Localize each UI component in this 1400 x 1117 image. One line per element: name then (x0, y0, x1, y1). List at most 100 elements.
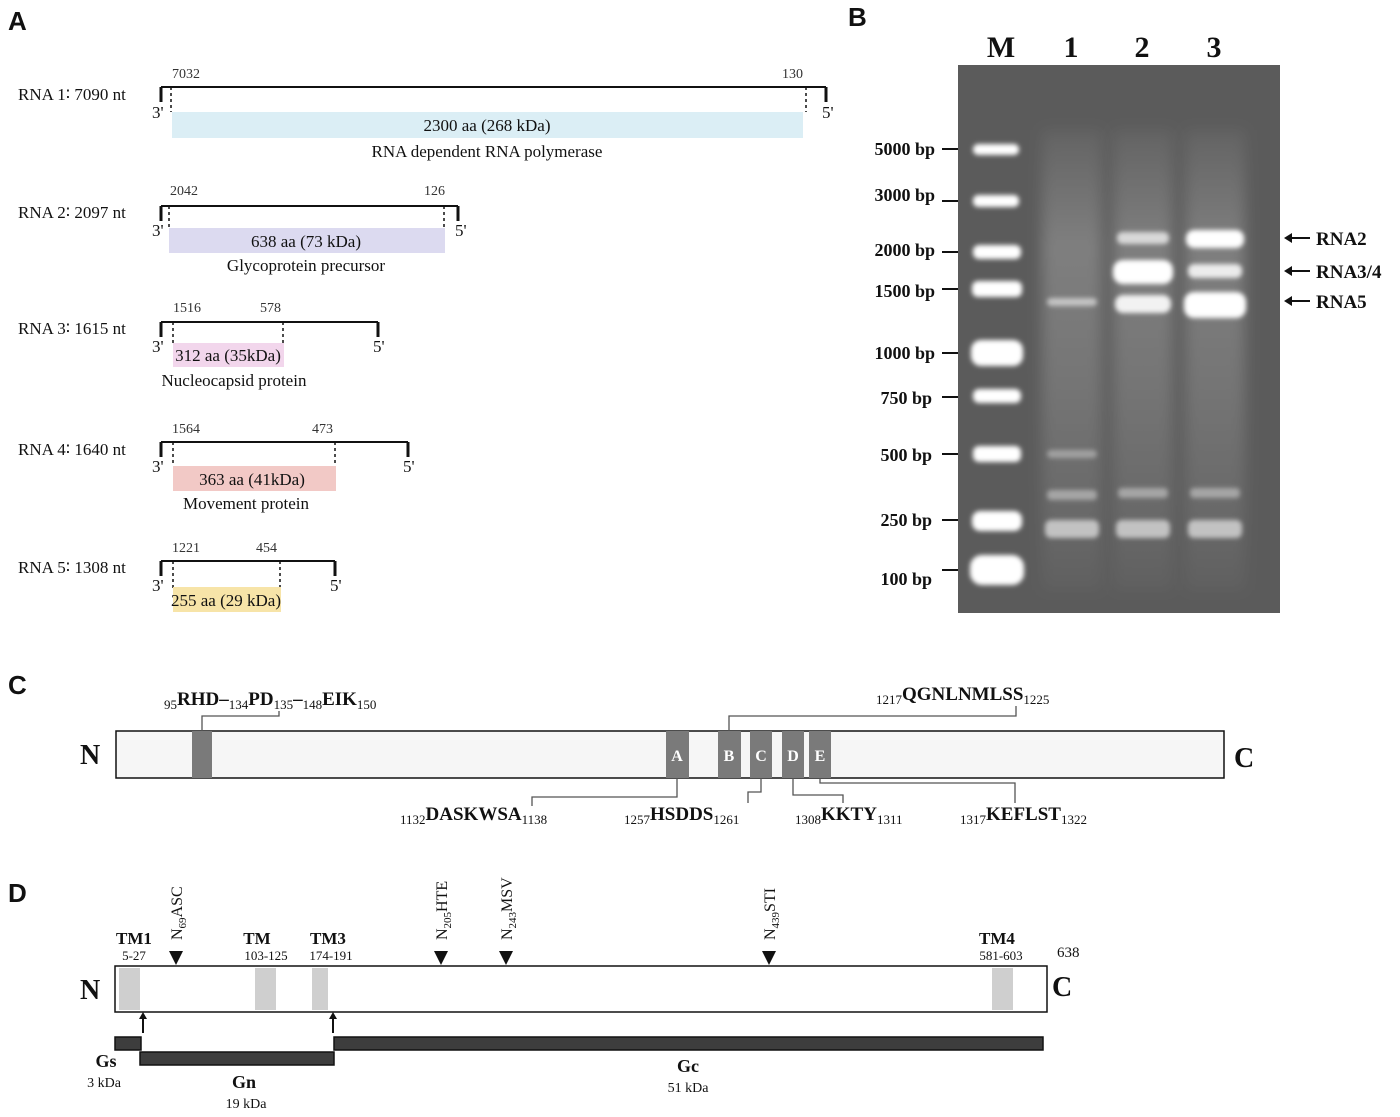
motif-label-e: E (815, 748, 826, 765)
rna4-orf-box (173, 466, 336, 491)
lane3-band-rna34 (1188, 264, 1242, 278)
gs-label: Gs (95, 1051, 116, 1071)
panel-a: A RNA 1∶ 7090 nt 7032 130 3' 5' 2300 aa … (8, 6, 834, 612)
motif-d-text: 1308KKTY1311 (795, 804, 902, 827)
rna3-protein-size: 312 aa (35kDa) (175, 346, 281, 365)
ladder-band-5000 (973, 144, 1019, 155)
glycoprotein-bar (114, 965, 1048, 1013)
ladder-labels: 5000 bp 3000 bp 2000 bp 1500 bp 1000 bp … (874, 139, 958, 589)
gn-mass: 19 kDa (226, 1097, 268, 1112)
tm3-range: 174-191 (309, 948, 352, 963)
lane3-band-300 (1190, 488, 1240, 498)
rna2-orf-box (169, 228, 445, 253)
rna5-label: RNA 5∶ 1308 nt (18, 558, 126, 577)
tm4-label: TM4 (979, 929, 1015, 948)
rna4-start-pos: 1564 (172, 422, 200, 437)
rna5-end-pos: 454 (256, 541, 277, 556)
panel-b: B M 1 2 3 (848, 2, 1382, 613)
motif-label-d: D (787, 748, 799, 765)
panel-c: C N C A B C D E 95RHD–134PD135–148EIK150… (8, 670, 1254, 827)
rna1-label: RNA 1∶ 7090 nt (18, 85, 126, 104)
rna2-band-label: RNA2 (1316, 229, 1367, 250)
motif-label-c: C (755, 748, 767, 765)
connector-endonuclease (201, 711, 280, 731)
lane-label-2: 2 (1135, 31, 1150, 64)
rna5-start-pos: 1221 (172, 541, 200, 556)
rna1-diagram: RNA 1∶ 7090 nt 7032 130 3' 5' 2300 aa (2… (18, 67, 834, 161)
glycosylation-site-1: N69ASC (169, 886, 189, 965)
lane3-smear (1185, 130, 1245, 590)
motif-a-text: 1132DASKWSA1138 (400, 804, 547, 827)
rna3-orf-box (173, 343, 284, 367)
rna5-arrowhead (1284, 296, 1292, 306)
rna5-band-label: RNA5 (1316, 292, 1367, 313)
rna2-arrowhead (1284, 233, 1292, 243)
rna5-protein-size: 255 aa (29 kDa) (171, 591, 281, 610)
rna1-protein-size: 2300 aa (268 kDa) (424, 116, 551, 135)
tm1-label: TM1 (116, 929, 152, 948)
ladder-label-5000: 5000 bp (874, 139, 935, 159)
tm1-domain (119, 968, 140, 1010)
glyco-2-marker (434, 951, 448, 965)
glycosylation-site-4: N439STI (762, 888, 782, 965)
lane2-band-300 (1118, 488, 1168, 498)
rna5-5prime: 5' (330, 576, 342, 595)
sample-bands (1045, 230, 1246, 538)
lane3-band-rna2 (1186, 230, 1244, 248)
glyco-1-marker (169, 951, 183, 965)
lane-label-3: 3 (1207, 31, 1222, 64)
gn-label: Gn (232, 1072, 256, 1092)
glyco-4-marker (762, 951, 776, 965)
ladder-label-1000: 1000 bp (874, 343, 935, 363)
lane1-band-rna5 (1047, 298, 1097, 306)
rna1-start-pos: 7032 (172, 67, 200, 82)
rna4-protein-size: 363 aa (41kDa) (199, 470, 305, 489)
lane2-band-220 (1116, 520, 1170, 538)
rna5-orf-box (173, 587, 281, 612)
rna3-end-pos: 578 (260, 301, 281, 316)
lane2-band-rna34 (1113, 260, 1173, 284)
motif-e-text: 1317KEFLST1322 (960, 804, 1087, 827)
ladder-band-1000 (971, 340, 1023, 366)
glycoprotein-n-terminus: N (80, 975, 100, 1006)
glycosylation-site-2: N205HTE (434, 881, 454, 965)
rna3-diagram: RNA 3∶ 1615 nt 1516 578 3' 5' 312 aa (35… (18, 301, 385, 390)
band-annotations: RNA2 RNA3/4 RNA5 (1284, 229, 1382, 313)
rna5-3prime: 3' (152, 576, 164, 595)
rna1-3prime: 3' (152, 103, 164, 122)
gs-mass: 3 kDa (87, 1076, 122, 1091)
rna2-start-pos: 2042 (170, 184, 198, 199)
ladder-band-2000 (973, 245, 1021, 259)
ladder-label-3000: 3000 bp (874, 185, 935, 205)
ladder-band-750 (973, 389, 1021, 403)
gn-segment (139, 1051, 335, 1066)
tm1-range: 5-27 (122, 948, 146, 963)
lane-label-1: 1 (1064, 31, 1079, 64)
ladder-band-3000 (973, 195, 1019, 207)
rna1-orf-box (172, 112, 803, 138)
ladder-label-100: 100 bp (880, 569, 932, 589)
lane-label-marker: M (987, 31, 1015, 64)
motif-box-endonuclease (192, 731, 212, 778)
panel-b-letter: B (848, 2, 867, 32)
tm4-domain (992, 968, 1013, 1010)
rna2-3prime: 3' (152, 221, 164, 240)
rna3-protein-name: Nucleocapsid protein (162, 371, 307, 390)
connector-motif-d (792, 778, 844, 803)
glycoprotein-c-terminus: C (1052, 972, 1072, 1003)
rna34-band-label: RNA3/4 (1316, 262, 1382, 283)
ladder-band-250 (972, 511, 1022, 531)
rna3-start-pos: 1516 (173, 301, 201, 316)
lane2-band-rna2 (1117, 232, 1169, 244)
cleavage-arrowhead-2 (329, 1012, 337, 1019)
glyco-2-label: N205HTE (434, 881, 454, 940)
lane1-smear (1042, 130, 1102, 590)
glyco-3-label: N243MSV (499, 877, 519, 940)
panel-d: D N C 638 TM1 5-27 TM 103-125 TM3 174-19… (8, 877, 1080, 1112)
rna4-diagram: RNA 4∶ 1640 nt 1564 473 3' 5' 363 aa (41… (18, 422, 415, 513)
gc-label: Gc (677, 1056, 699, 1076)
motif-box-a (666, 731, 689, 778)
panel-d-letter: D (8, 878, 27, 908)
rna1-protein-name: RNA dependent RNA polymerase (372, 142, 603, 161)
